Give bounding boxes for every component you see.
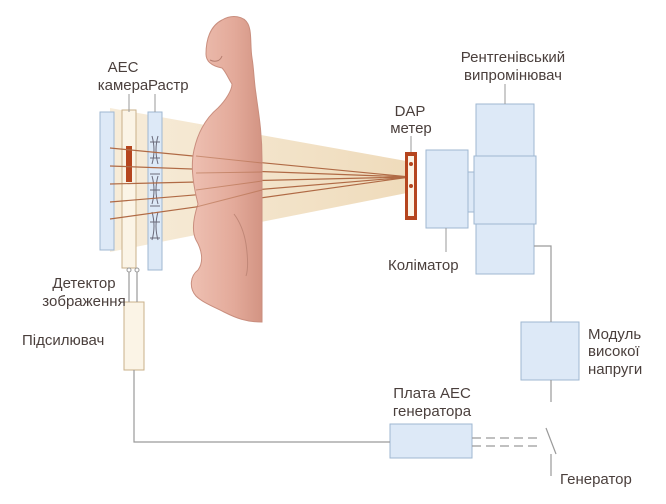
xray-tube-body (473, 155, 537, 225)
xray-tube-top (475, 103, 535, 157)
label-grid: Растр (148, 77, 189, 94)
aec-generator-board (389, 423, 473, 459)
label-aec-board-1: Плата AEC (393, 385, 471, 402)
leader-lines (128, 84, 506, 252)
label-dap-1: DAP (395, 103, 426, 120)
label-amplifier: Підсилювач (22, 332, 104, 349)
xray-tube-bottom (475, 223, 535, 275)
label-dap-2: метер (390, 120, 432, 137)
label-hv-module-1: Модуль (588, 326, 641, 343)
label-xray-tube-2: випромінювач (464, 67, 562, 84)
label-aec-camera-1: AEC (108, 59, 139, 76)
label-aec-camera-2: камера (98, 77, 149, 94)
collimator-neck (467, 171, 475, 213)
label-hv-module-3: напруги (588, 361, 642, 378)
anti-scatter-grid (147, 111, 163, 271)
image-detector (99, 111, 115, 251)
collimator (425, 149, 469, 229)
beam-rays-overlay (195, 155, 263, 208)
label-generator: Генератор (560, 471, 632, 488)
label-collimator: Коліматор (388, 257, 459, 274)
patient-figure (190, 16, 263, 323)
grid-slats (150, 135, 160, 241)
label-detector-2: зображення (42, 293, 125, 310)
label-hv-module-2: високої (588, 343, 640, 360)
label-xray-tube-1: Рентгенівський (461, 49, 565, 66)
wiring (126, 245, 557, 476)
high-voltage-module (520, 321, 580, 381)
amplifier (123, 301, 145, 371)
label-aec-board-2: генератора (393, 403, 472, 420)
label-detector-1: Детектор (52, 275, 115, 292)
aec-camera (121, 109, 137, 269)
aec-sensor (126, 146, 132, 182)
